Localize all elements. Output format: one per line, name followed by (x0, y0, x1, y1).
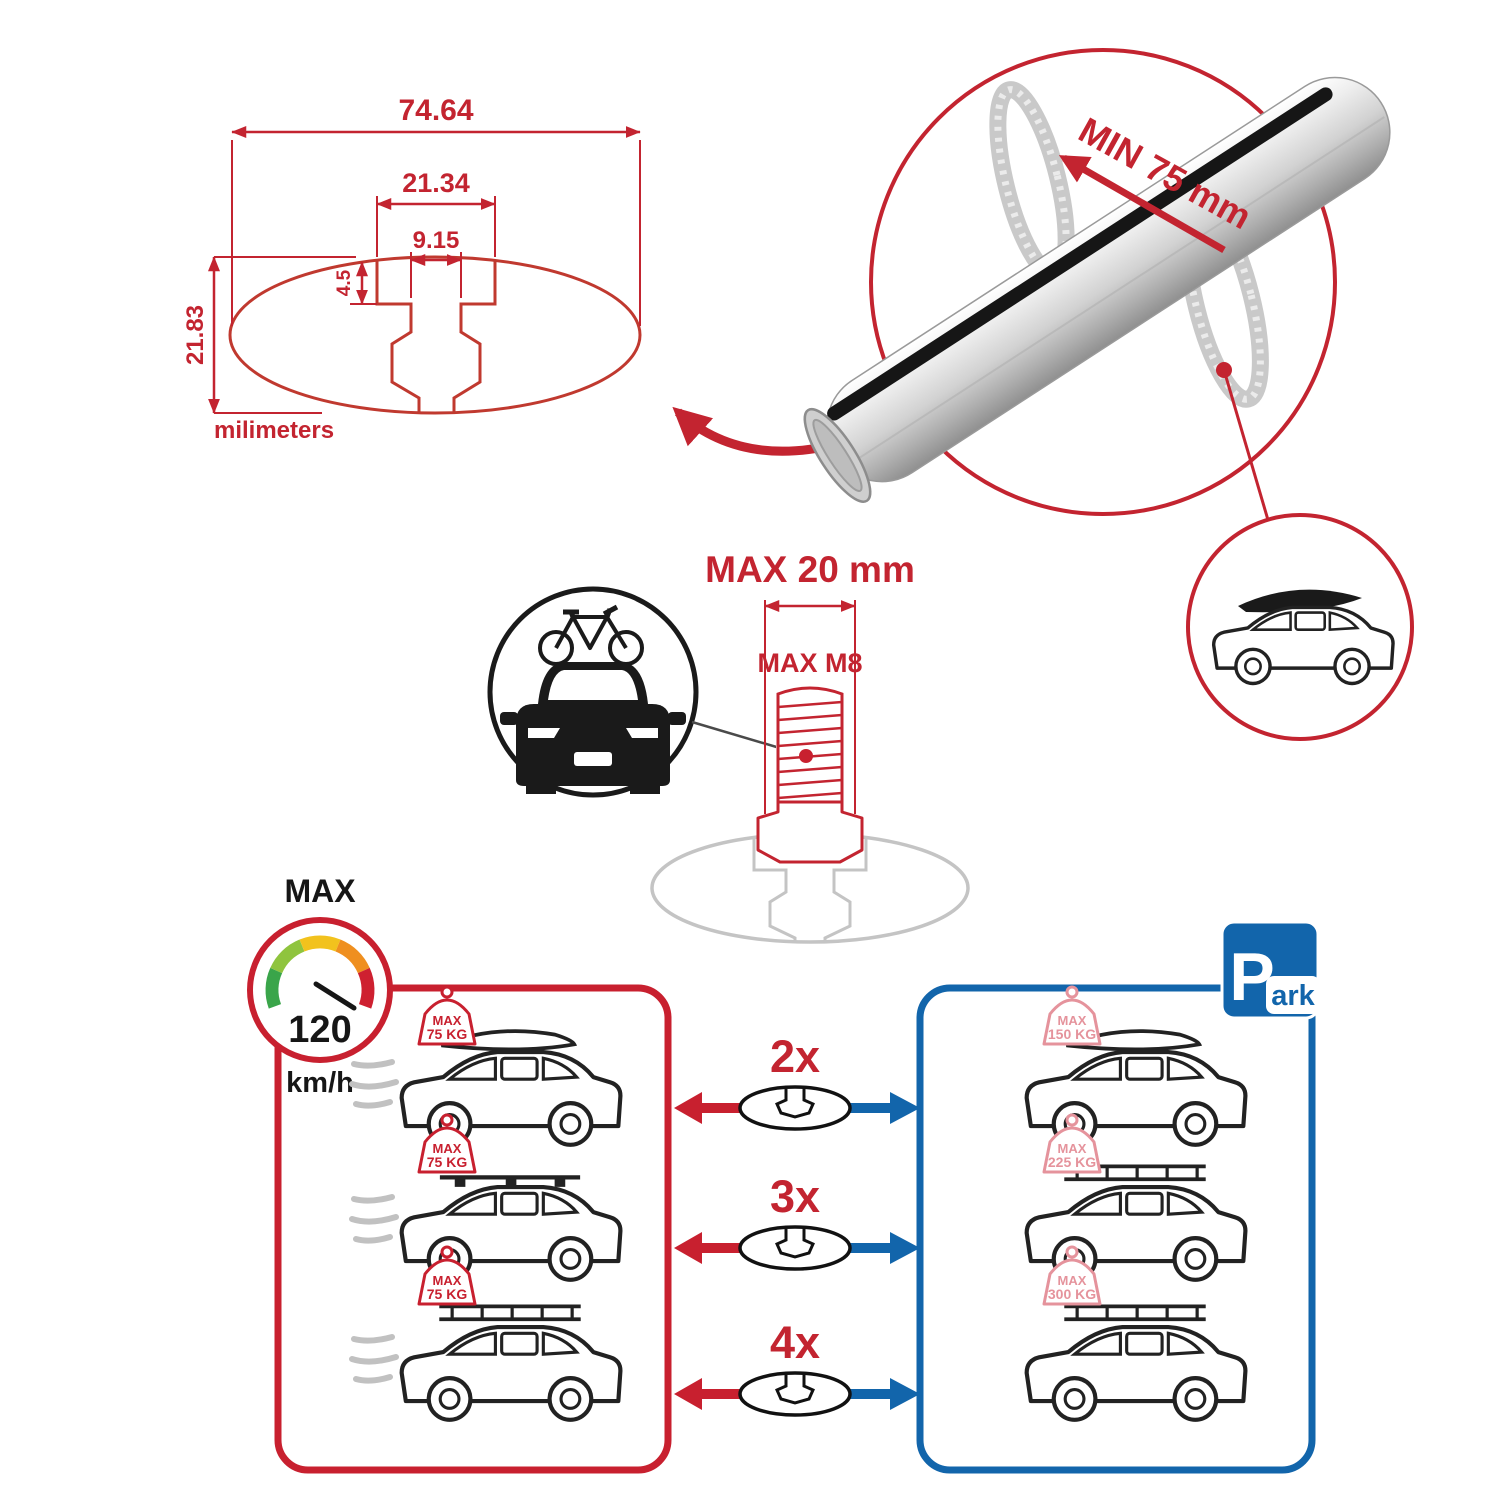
driving-car-3: MAX 75 KG (349, 1245, 620, 1420)
mirror-left (500, 712, 518, 725)
crossbar-section-icon (738, 1085, 852, 1131)
load-hook-icon (1065, 985, 1079, 999)
crossbar-photo (803, 76, 1391, 503)
bar-count-row-1: 2x (674, 1031, 920, 1131)
bar-count-label: 3x (770, 1171, 820, 1222)
svg-text:75 KG: 75 KG (427, 1154, 468, 1170)
bar-count-row-3: 4x (674, 1317, 920, 1417)
headlight-left (528, 728, 560, 738)
load-hook-icon (1065, 1113, 1079, 1127)
t-slot-left (375, 261, 421, 413)
load-tag: MAX 75 KG (417, 985, 477, 1046)
park-sign: P ark (1220, 920, 1320, 1020)
svg-text:75 KG: 75 KG (427, 1026, 468, 1042)
motion-lines-icon (349, 1334, 399, 1384)
load-tag: MAX 225 KG (1042, 1113, 1102, 1174)
parked-car-3: MAX 300 KG (1027, 1245, 1246, 1420)
headlight-right (626, 728, 658, 738)
speed-max-label: MAX (284, 873, 356, 909)
bolt-max-width-label: MAX 20 mm (705, 549, 915, 590)
crossbar-section-icon (738, 1225, 852, 1271)
bolt-detail: MAX 20 mm MAX M8 (650, 549, 970, 944)
mirror-right (668, 712, 686, 725)
dim-slot-depth: 4.5 (334, 269, 355, 296)
crossbar-section-icon (738, 1371, 852, 1417)
left-arrow-icon (674, 1378, 702, 1410)
profile-ellipse (228, 255, 642, 415)
svg-text:MAX: MAX (1058, 1141, 1087, 1156)
bike-car-circle (487, 586, 699, 798)
driving-car-2: MAX 75 KG (349, 1113, 620, 1280)
svg-text:MAX: MAX (1058, 1013, 1087, 1028)
dim-total-width: 74.64 (398, 94, 473, 127)
svg-text:75 KG: 75 KG (427, 1286, 468, 1302)
speed-limit-gauge: MAX 120 km/h (247, 873, 393, 1099)
bar-count-row-2: 3x (674, 1171, 920, 1271)
svg-text:MAX: MAX (433, 1013, 462, 1028)
left-arrow-icon (674, 1232, 702, 1264)
t-bolt-icon (756, 686, 864, 864)
svg-text:MAX: MAX (1058, 1273, 1087, 1288)
load-hook-icon (1065, 1245, 1079, 1259)
left-arrow-icon (674, 1092, 702, 1124)
bolt-head (756, 800, 864, 864)
bar-detail-circle: MIN 75 mm (803, 48, 1391, 516)
load-tag: MAX 75 KG (417, 1113, 477, 1174)
car-front-icon (500, 662, 686, 794)
motion-lines-icon (349, 1059, 399, 1109)
dim-total-height: 21.83 (182, 305, 209, 365)
min-span-arrow-icon (1058, 154, 1226, 254)
roofbox-car-circle (1186, 513, 1414, 741)
units-label: milimeters (214, 417, 334, 444)
bolt-callout-dot (799, 749, 813, 763)
load-hook-icon (440, 1245, 454, 1259)
dim-channel-width: 21.34 (402, 168, 470, 198)
bolt-thread-label: MAX M8 (757, 648, 862, 678)
speed-value: 120 (288, 1009, 351, 1051)
load-tag: MAX 150 KG (1042, 985, 1102, 1046)
gauge-needle (313, 981, 357, 1011)
svg-text:300 KG: 300 KG (1048, 1286, 1096, 1302)
svg-text:225 KG: 225 KG (1048, 1154, 1096, 1170)
driving-car-1: MAX 75 KG (349, 985, 620, 1145)
right-arrow-icon (890, 1232, 920, 1264)
load-tag: MAX 75 KG (417, 1245, 477, 1306)
gauge-arc (265, 935, 375, 1009)
bar-count-label: 2x (770, 1031, 820, 1082)
load-hook-icon (440, 985, 454, 999)
bicycle-icon (538, 604, 644, 666)
cross-section-drawing: 74.64 21.34 9.15 4.5 21.83 milimeters (182, 94, 642, 444)
rubber-strip (827, 87, 1333, 421)
park-sign-tab (1266, 976, 1320, 1014)
dim-slot-width: 9.15 (413, 227, 460, 254)
license-plate (574, 752, 612, 766)
svg-text:150 KG: 150 KG (1048, 1026, 1096, 1042)
bar-count-label: 4x (770, 1317, 820, 1368)
load-tag: MAX 300 KG (1042, 1245, 1102, 1306)
park-sign-ark: ark (1271, 980, 1315, 1012)
callout-line (1222, 369, 1270, 521)
parked-car-1: MAX 150 KG (1027, 985, 1246, 1145)
parked-car-2: MAX 225 KG (1027, 1113, 1246, 1280)
svg-text:MAX: MAX (433, 1273, 462, 1288)
right-arrow-icon (890, 1378, 920, 1410)
svg-text:MAX: MAX (433, 1141, 462, 1156)
speed-unit: km/h (286, 1067, 354, 1099)
load-hook-icon (440, 1113, 454, 1127)
right-arrow-icon (890, 1092, 920, 1124)
t-slot-right (452, 261, 497, 413)
motion-lines-icon (349, 1194, 399, 1244)
